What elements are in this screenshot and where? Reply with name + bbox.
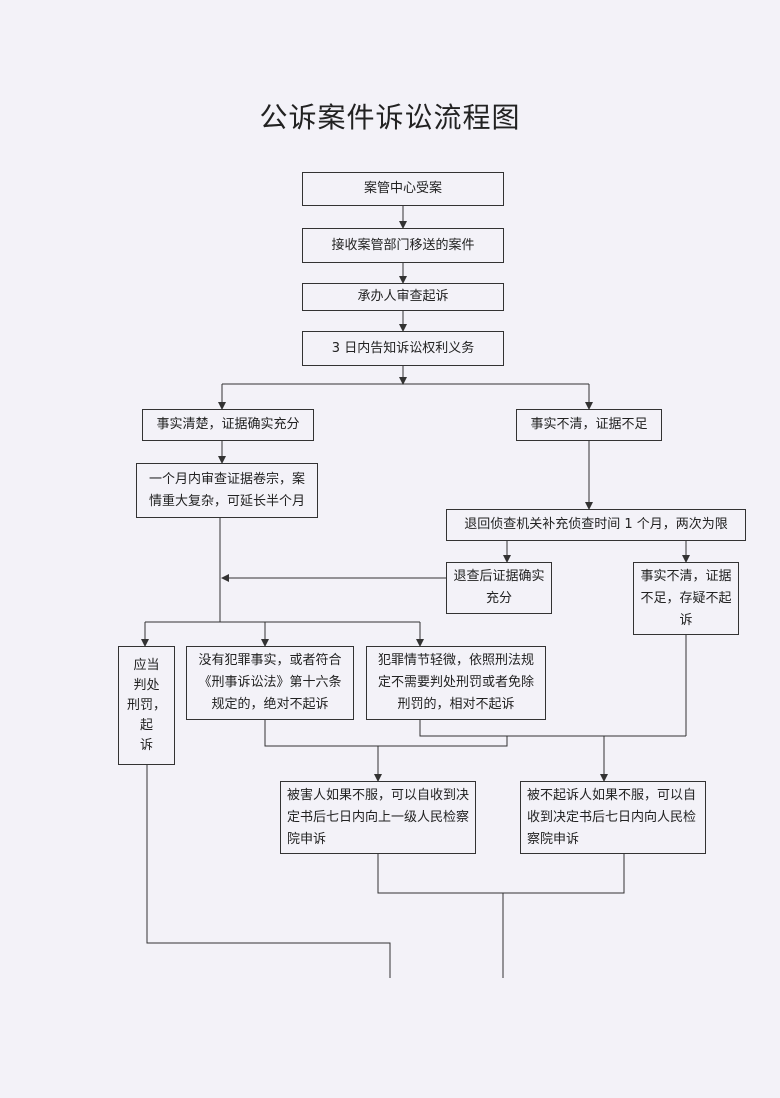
node-facts-unclear: 事实不清，证据不足	[516, 409, 662, 441]
bottom-join	[377, 854, 625, 894]
node-case-management: 案管中心受案	[302, 172, 504, 206]
absolute-collector	[264, 720, 508, 747]
node-victim-appeal: 被害人如果不服，可以自收到决定书后七日内向上一级人民检察院申诉	[280, 781, 476, 854]
node-review-prosecution: 承办人审查起诉	[302, 283, 504, 311]
node-should-prosecute: 应当 判处 刑罚， 起 诉	[118, 646, 175, 765]
page-title: 公诉案件诉讼流程图	[259, 101, 521, 134]
node-doubt-no-prosecute: 事实不清，证据不足，存疑不起诉	[633, 562, 739, 635]
node-return-investigation: 退回侦查机关补充侦查时间 1 个月，两次为限	[446, 509, 746, 541]
node-after-return: 退查后证据确实充分	[446, 562, 552, 614]
should-prosecute-line-4: 起	[139, 717, 153, 733]
node-receive-case: 接收案管部门移送的案件	[302, 228, 504, 263]
node-absolute-no-prosecute: 没有犯罪事实，或者符合《刑事诉讼法》第十六条规定的，绝对不起诉	[186, 646, 354, 720]
line-prosecute-down	[146, 765, 391, 978]
node-facts-clear: 事实清楚，证据确实充分	[142, 409, 314, 441]
should-prosecute-line-1: 应当	[133, 657, 160, 673]
node-accused-appeal: 被不起诉人如果不服，可以自收到决定书后七日内向人民检察院申诉	[520, 781, 706, 854]
should-prosecute-line-5: 诉	[139, 737, 153, 753]
node-one-month-review: 一个月内审查证据卷宗，案情重大复杂，可延长半个月	[136, 463, 318, 518]
node-notify-rights: 3 日内告知诉讼权利义务	[302, 331, 504, 366]
node-relative-no-prosecute: 犯罪情节轻微，依照刑法规定不需要判处刑罚或者免除刑罚的，相对不起诉	[366, 646, 546, 720]
should-prosecute-line-3: 刑罚，	[126, 697, 166, 713]
should-prosecute-line-2: 判处	[133, 677, 160, 693]
